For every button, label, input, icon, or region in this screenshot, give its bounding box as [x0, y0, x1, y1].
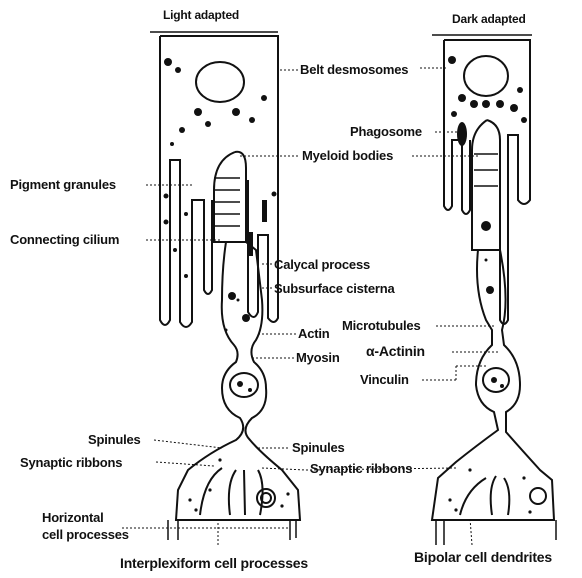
- label-alpha-actinin: α-Actinin: [366, 344, 425, 359]
- label-subsurface-cisterna: Subsurface cisterna: [274, 281, 394, 296]
- dark-adapted-heading: Dark adapted: [452, 12, 526, 27]
- right-rpe-cell: [444, 40, 530, 324]
- label-bipolar-dendrites: Bipolar cell dendrites: [414, 550, 552, 565]
- left-soma-nucleus: [230, 373, 258, 397]
- left-pedicle: [168, 520, 296, 540]
- left-outer-segment: [214, 152, 246, 242]
- label-myeloid-bodies: Myeloid bodies: [302, 148, 393, 163]
- label-actin: Actin: [298, 326, 330, 341]
- right-rpe-nucleus: [464, 56, 508, 96]
- label-phagosome: Phagosome: [350, 124, 422, 139]
- left-rpe-nucleus: [196, 62, 244, 102]
- label-synaptic-ribbons-left: Synaptic ribbons: [20, 455, 122, 470]
- label-vinculin: Vinculin: [360, 372, 409, 387]
- leader-ribbons-left: [156, 462, 214, 466]
- label-cell-processes: cell processes: [42, 527, 129, 542]
- label-calycal-process: Calycal process: [274, 257, 370, 272]
- leader-bipolar: [470, 518, 472, 545]
- label-horizontal: Horizontal: [42, 510, 104, 525]
- label-connecting-cilium: Connecting cilium: [10, 232, 119, 247]
- label-spinules-left: Spinules: [88, 432, 141, 447]
- label-microtubules: Microtubules: [342, 318, 421, 333]
- label-spinules-right: Spinules: [292, 440, 345, 455]
- label-interplexiform: Interplexiform cell processes: [120, 556, 308, 571]
- leader-ribbons-right: [262, 468, 306, 470]
- right-pedicle: [436, 520, 556, 545]
- light-adapted-heading: Light adapted: [163, 8, 239, 23]
- label-synaptic-ribbons-right: Synaptic ribbons: [310, 461, 412, 476]
- leader-spinules-left: [154, 440, 222, 448]
- label-myosin: Myosin: [296, 350, 340, 365]
- label-belt-desmosomes: Belt desmosomes: [300, 62, 408, 77]
- label-pigment-granules: Pigment granules: [10, 177, 116, 192]
